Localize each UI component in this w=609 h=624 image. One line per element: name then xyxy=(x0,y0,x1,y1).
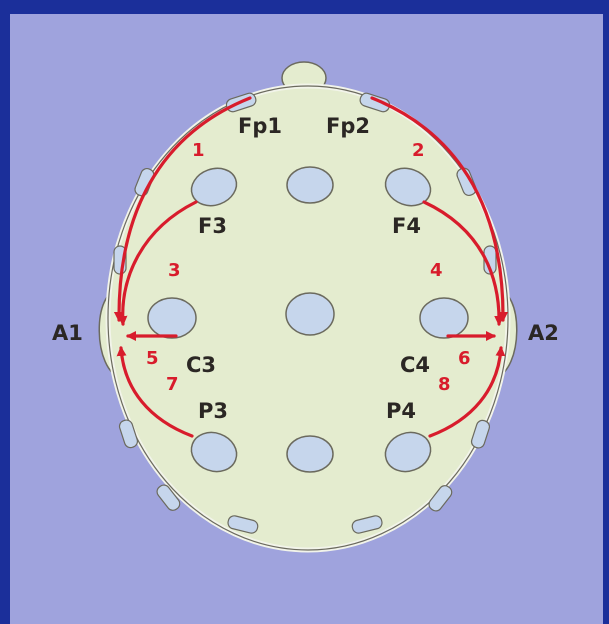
label-a1: A1 xyxy=(52,321,83,345)
label-p3: P3 xyxy=(198,399,228,423)
derivation-number-3: 3 xyxy=(168,260,181,281)
label-c4: C4 xyxy=(400,353,430,377)
electrode-fz xyxy=(287,167,333,203)
derivation-number-2: 2 xyxy=(412,140,425,161)
electrode-c4 xyxy=(420,298,468,338)
derivation-number-1: 1 xyxy=(192,140,205,161)
electrode-c3 xyxy=(148,298,196,338)
label-f4: F4 xyxy=(392,214,421,238)
derivation-number-4: 4 xyxy=(430,260,443,281)
label-fp1: Fp1 xyxy=(238,114,282,138)
label-c3: C3 xyxy=(186,353,216,377)
derivation-number-5: 5 xyxy=(146,348,159,369)
electrode-cz xyxy=(286,293,334,335)
derivation-number-7: 7 xyxy=(166,374,179,395)
label-fp2: Fp2 xyxy=(326,114,370,138)
derivation-number-6: 6 xyxy=(458,348,471,369)
label-a2: A2 xyxy=(528,321,559,345)
electrode-pz xyxy=(287,436,333,472)
derivation-number-8: 8 xyxy=(438,374,451,395)
label-f3: F3 xyxy=(198,214,227,238)
label-p4: P4 xyxy=(386,399,416,423)
